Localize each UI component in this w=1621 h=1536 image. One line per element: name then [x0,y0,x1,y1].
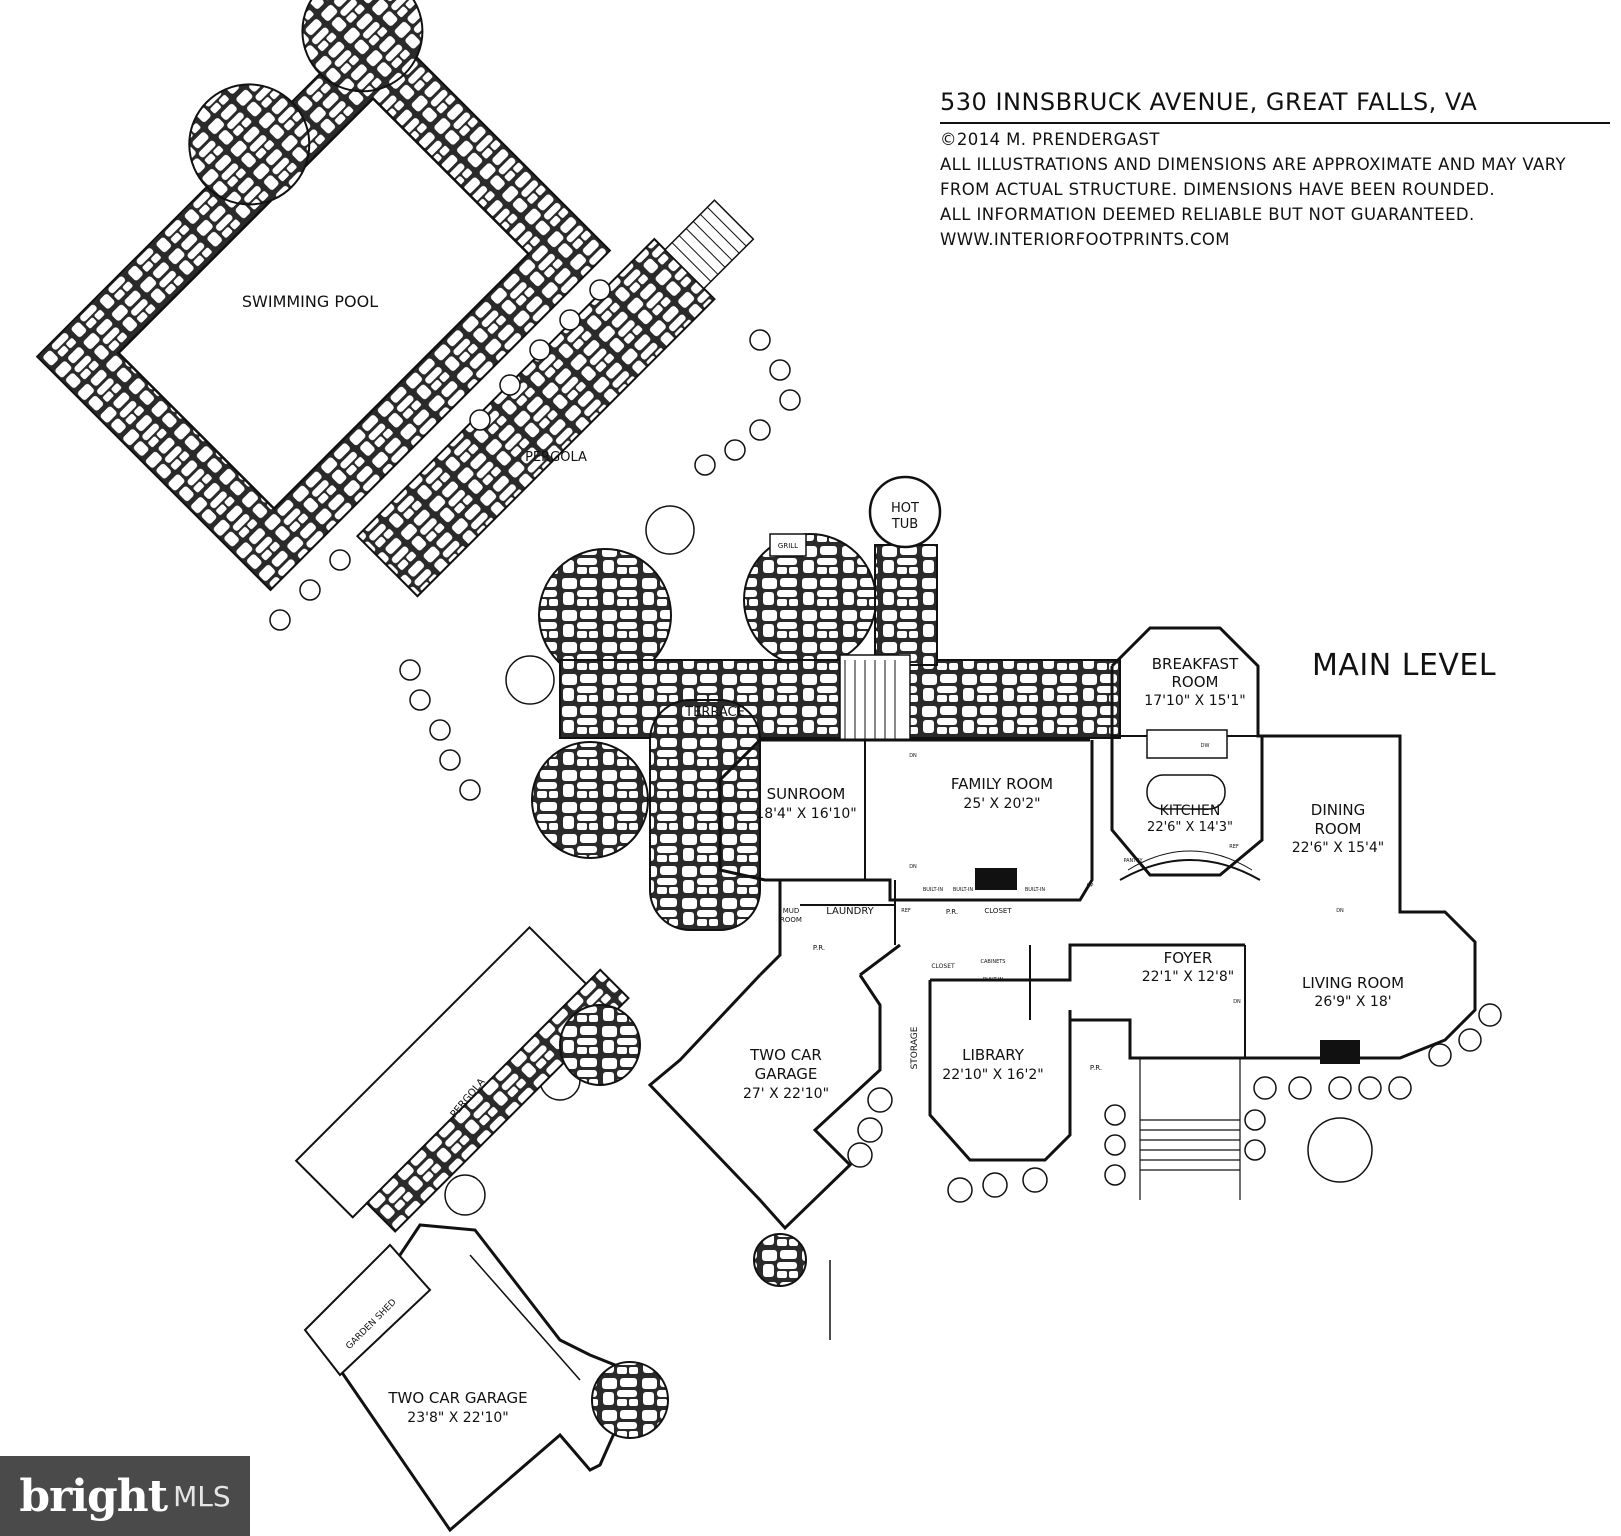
dim-foyer: 22'1" X 12'8" [1142,969,1235,985]
label-built-in-4: BUILT-IN [983,977,1004,983]
disclaimer-line-3: ALL INFORMATION DEEMED RELIABLE BUT NOT … [940,205,1475,224]
label-storage: STORAGE [910,1026,920,1069]
label-dn-2: DN [909,864,917,870]
dim-library: 22'10" X 16'2" [942,1067,1043,1083]
front-steps [1139,1058,1241,1200]
terrace-stone [531,533,1121,931]
label-laundry: LAUNDRY [826,906,874,917]
swimming-pool [116,96,531,511]
label-garage-2: TWO CAR GARAGE [387,1389,527,1407]
label-built-in-1: BUILT-IN [923,887,944,893]
pergola-top [355,199,755,598]
brightmls-watermark: bright MLS [0,1456,250,1536]
label-powder-room-2: P.R. [946,908,958,916]
dim-garage-1: 27' X 22'10" [743,1086,829,1102]
label-kitchen: KITCHEN [1160,803,1221,819]
label-powder-room-1: P.R. [813,944,825,952]
label-cabinets: CABINETS [981,959,1006,965]
label-garage-1-line-2: GARAGE [755,1065,818,1083]
family-fireplace [975,868,1017,890]
website-line: WWW.INTERIORFOOTPRINTS.COM [940,230,1230,249]
property-address: 530 INNSBRUCK AVENUE, GREAT FALLS, VA [940,88,1610,124]
watermark-suffix: MLS [173,1479,231,1513]
dim-kitchen: 22'6" X 14'3" [1147,820,1233,835]
label-living-room: LIVING ROOM [1302,974,1404,992]
copyright-line: ©2014 M. PRENDERGAST [940,130,1160,149]
label-mud-room-2: ROOM [780,916,802,924]
level-title: MAIN LEVEL [1312,648,1497,683]
label-foyer: FOYER [1164,949,1213,967]
pool-deck [35,0,612,592]
label-family-fp: FP [992,882,999,889]
dim-family-room: 25' X 20'2" [963,796,1040,812]
dim-dining-room: 22'6" X 15'4" [1292,840,1385,856]
label-family-room: FAMILY ROOM [951,775,1053,793]
label-terrace: TERRACE [684,705,745,720]
lower-garage-wing [294,925,831,1533]
label-mud-room-1: MUD [783,907,800,915]
curved-stair [1119,859,1261,881]
label-library: LIBRARY [962,1046,1025,1064]
label-living-fp: FP [1336,1045,1343,1052]
plan-header: 530 INNSBRUCK AVENUE, GREAT FALLS, VA ©2… [940,88,1610,249]
label-pantry: PANTRY [1123,858,1143,864]
house-walls [647,626,1477,1231]
dim-sunroom: 18'4" X 16'10" [755,806,856,822]
dim-breakfast-room: 17'10" X 15'1" [1144,693,1245,709]
label-breakfast-room-1: BREAKFAST [1152,655,1239,673]
label-closet-1: CLOSET [984,907,1012,915]
label-dining-room-1: DINING [1311,801,1365,819]
label-grill: GRILL [778,542,798,550]
label-closet-2: CLOSET [931,963,955,970]
label-ref-1: REF [901,908,911,914]
label-garage-1-line-1: TWO CAR [749,1046,822,1064]
disclaimer-line-2: FROM ACTUAL STRUCTURE. DIMENSIONS HAVE B… [940,180,1496,199]
label-dn-1: DN [909,753,917,759]
dim-living-room: 26'9" X 18' [1314,994,1391,1010]
label-dw: DW [1201,743,1210,749]
label-hot-tub-line-2: TUB [891,517,918,532]
label-built-in-2: BUILT-IN [953,887,974,893]
watermark-brand: bright [19,1470,168,1522]
label-powder-room-3: P.R. [1090,1064,1102,1072]
disclaimer-line-1: ALL ILLUSTRATIONS AND DIMENSIONS ARE APP… [940,155,1567,174]
dim-garage-2: 23'8" X 22'10" [407,1410,508,1426]
label-dining-room-2: ROOM [1315,820,1362,838]
living-fireplace [1320,1040,1360,1064]
kitchen-island [1146,774,1226,810]
breakfast-counter [1146,729,1228,759]
grill [769,533,807,557]
label-swimming-pool: SWIMMING POOL [242,292,378,311]
label-breakfast-room-2: ROOM [1172,673,1219,691]
hot-tub [868,475,942,549]
label-ref-2: REF [1229,844,1239,850]
label-built-in-3: BUILT-IN [1025,887,1046,893]
label-up-1: UP [1087,883,1094,889]
label-sunroom: SUNROOM [767,785,846,803]
label-hot-tub-line-1: HOT [891,501,919,516]
label-dn-4: DN [1233,999,1241,1005]
label-dn-3: DN [1336,908,1344,914]
label-pergola-top: PERGOLA [525,450,587,465]
